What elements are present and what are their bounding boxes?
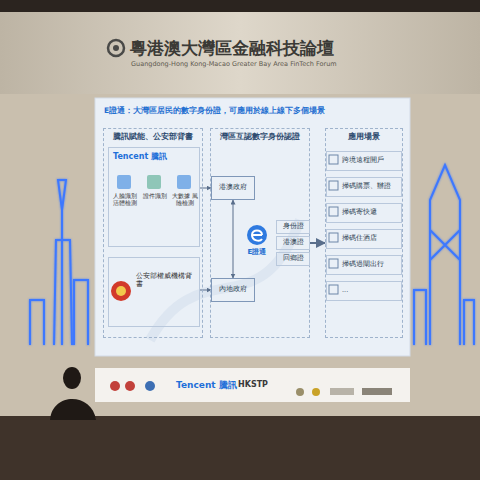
node-text: 掃碼購票、辦證	[342, 183, 399, 191]
node-text: 內地政府	[214, 285, 252, 293]
node-text: 掃碼住酒店	[342, 235, 399, 243]
group-panel: 騰訊賦能、公安部背書 Tencent 騰訊人臉識別 活體檢測證件識別大數據 風險檢…	[103, 128, 203, 338]
node-text: E證通	[241, 248, 273, 256]
id-card-box: 身份證	[276, 220, 310, 234]
node-text: Tencent 騰訊	[113, 152, 195, 162]
scenario-box: 掃碼購票、辦證	[326, 177, 402, 197]
scenario-box: 跨境遠程開戶	[326, 151, 402, 171]
node-text: 證件識別	[141, 192, 169, 199]
id-card-box: 回鄉證	[276, 252, 310, 266]
node-text: 跨境遠程開戶	[342, 157, 399, 165]
provider-box: Tencent 騰訊人臉識別 活體檢測證件識別大數據 風險檢測	[108, 147, 200, 247]
e-cert-icon: E證通	[241, 224, 273, 264]
connector-arrow	[233, 200, 234, 278]
feature-item: 證件識別	[141, 174, 169, 224]
slide-title: E證通：大灣區居民的數字身份證，可應用於線上線下多個場景	[104, 106, 325, 116]
group-panel: 應用場景跨境遠程開戶掃碼購票、辦證掃碼寄快遞掃碼住酒店掃碼過閘出行...	[325, 128, 403, 338]
node-text: 回鄉證	[278, 255, 308, 263]
group-panel: 灣區互認數字身份認證港澳政府內地政府 E證通 身份證港澳證回鄉證	[210, 128, 310, 338]
forum-subtitle: Guangdong-Hong Kong-Macao Greater Bay Ar…	[131, 60, 337, 68]
scenario-box: 掃碼寄快遞	[326, 203, 402, 223]
government-box: 港澳政府	[211, 176, 255, 200]
endorser-box: 公安部權威機構背書	[108, 257, 200, 327]
node-text: 騰訊賦能、公安部背書	[107, 132, 199, 141]
node-text: 公安部權威機構背書	[136, 272, 196, 289]
node-text: 應用場景	[329, 132, 399, 141]
node-text: 人臉識別 活體檢測	[111, 192, 139, 206]
scenario-box: 掃碼住酒店	[326, 229, 402, 249]
feature-item: 人臉識別 活體檢測	[111, 174, 139, 224]
node-text: 港澳證	[278, 239, 308, 247]
sponsor-logo: Tencent 騰訊	[176, 379, 237, 392]
government-box: 內地政府	[211, 278, 255, 302]
id-card-box: 港澳證	[276, 236, 310, 250]
node-text: ...	[342, 287, 399, 295]
connector-arrow	[310, 242, 325, 244]
forum-title: 粵港澳大灣區金融科技論壇	[130, 37, 334, 60]
node-text: 掃碼寄快遞	[342, 209, 399, 217]
feature-item: 大數據 風險檢測	[171, 174, 199, 224]
node-text: 大數據 風險檢測	[171, 192, 199, 206]
node-text: 掃碼過閘出行	[342, 261, 399, 269]
scenario-box: ...	[326, 281, 402, 301]
scenario-box: 掃碼過閘出行	[326, 255, 402, 275]
node-text: 灣區互認數字身份認證	[214, 132, 306, 141]
node-text: 身份證	[278, 223, 308, 231]
sponsor-logo: HKSTP	[238, 380, 268, 389]
node-text: 港澳政府	[214, 183, 252, 191]
